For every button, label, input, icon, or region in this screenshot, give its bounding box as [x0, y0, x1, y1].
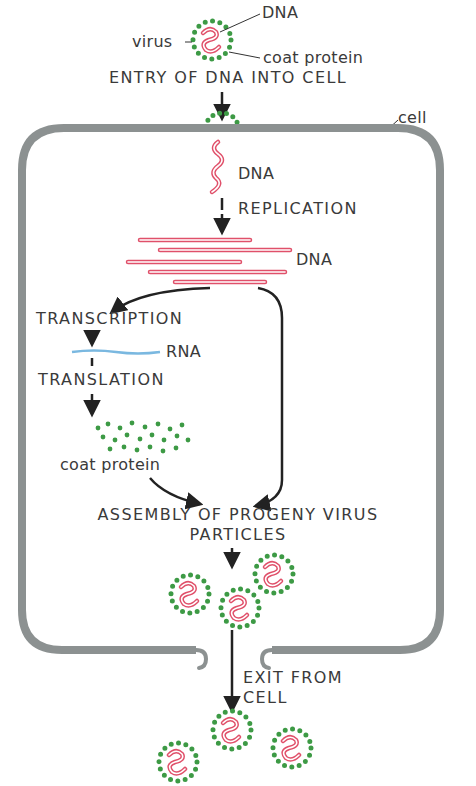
step-label: TRANSLATION	[38, 370, 165, 390]
cell-outline: cell	[18, 122, 448, 672]
part-label: DNA	[262, 3, 298, 23]
cell-membrane	[18, 122, 448, 672]
cell-label: cell	[398, 108, 427, 128]
part-label: coat protein	[60, 455, 160, 475]
part-label: DNA	[296, 250, 332, 270]
step-label: ENTRY OF DNA INTO CELL	[18, 68, 438, 88]
step-label: EXIT FROM CELL	[243, 668, 393, 708]
part-label: DNA	[238, 164, 274, 184]
part-label: virus	[132, 32, 172, 52]
part-label: RNA	[166, 342, 201, 362]
step-label: ASSEMBLY OF PROGENY VIRUS PARTICLES	[50, 505, 426, 545]
part-label: coat protein	[263, 48, 363, 68]
step-label: TRANSCRIPTION	[36, 309, 183, 329]
step-label: REPLICATION	[238, 199, 358, 219]
